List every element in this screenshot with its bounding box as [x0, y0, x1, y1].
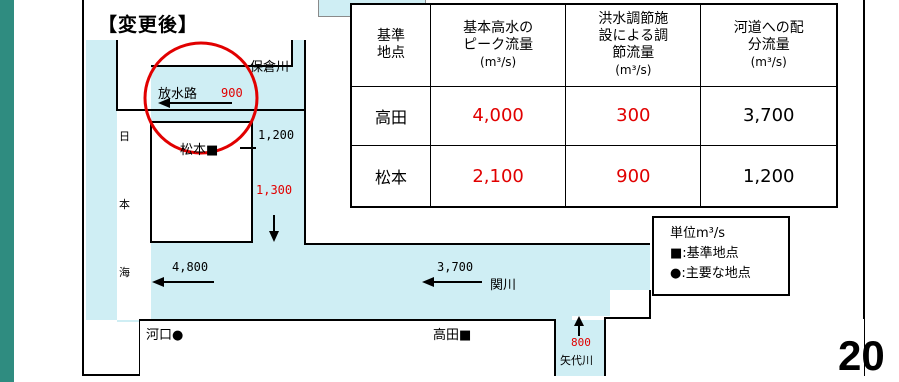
flow-matsumoto-right: 1,200: [258, 128, 295, 142]
legend-square: ■:基準地点: [670, 246, 739, 261]
arrow-yashiro-head: [574, 316, 584, 326]
sea-char-3: 海: [119, 266, 130, 279]
header-site: 基準 地点: [350, 3, 431, 87]
label-takada: 高田■: [433, 328, 472, 343]
header-text: 分流量: [747, 36, 790, 53]
sea-char-2: 本: [119, 198, 130, 211]
label-yashiro-river: 矢代川: [560, 354, 593, 367]
land-bottom: [140, 321, 554, 376]
header-text: ピーク流量: [463, 36, 534, 53]
label-matsumoto: 松本■: [180, 143, 219, 158]
arrow-hojiro-head: [158, 98, 170, 108]
cell-site: 高田: [350, 85, 431, 147]
cell-peak: 4,000: [429, 85, 567, 147]
legend-unit: 単位m³/s: [670, 226, 726, 241]
land-bottom-right: [606, 319, 864, 376]
arrow-matsumoto-down-head: [269, 231, 279, 242]
table-row: 高田 4,000 300 3,700: [350, 85, 838, 147]
flow-hojiro: 900: [221, 86, 243, 100]
label-hokura-river: 保倉川: [250, 60, 290, 75]
sea-char-1: 日: [119, 130, 130, 143]
cell-site: 松本: [350, 145, 431, 208]
header-text: 地点: [377, 45, 405, 62]
legend-box: 単位m³/s ■:基準地点 ●:主要な地点: [652, 216, 790, 296]
cell-channel: 3,700: [700, 85, 838, 147]
arrow-seki-head: [422, 277, 434, 287]
cell-peak: 2,100: [429, 145, 567, 208]
label-hojiro: 放水路: [158, 87, 198, 102]
bank-hokura-left: [151, 40, 293, 67]
label-kakou: 河口●: [146, 328, 184, 343]
left-accent-bar: [0, 0, 14, 382]
cell-control: 300: [565, 85, 702, 147]
header-control: 洪水調節施 設による調 節流量 (m³/s): [565, 3, 702, 87]
heading: 【変更後】: [98, 14, 199, 36]
header-unit: (m³/s): [615, 63, 652, 78]
header-text: 節流量: [612, 45, 655, 62]
table-row: 松本 2,100 900 1,200: [350, 145, 838, 208]
arrow-kakou-head: [152, 277, 164, 287]
flow-table: 基準 地点 基本高水の ピーク流量 (m³/s) 洪水調節施 設による調 節流量…: [350, 3, 838, 208]
header-unit: (m³/s): [750, 54, 787, 69]
header-text: 設による調: [598, 28, 669, 45]
header-text: 基本高水の: [463, 19, 534, 36]
flow-seki: 3,700: [437, 260, 474, 274]
flow-yashiro: 800: [571, 336, 591, 349]
highlight-circle: [143, 41, 259, 155]
flow-matsumoto-down: 1,300: [256, 183, 293, 197]
header-unit: (m³/s): [480, 54, 517, 69]
cell-control: 900: [565, 145, 702, 208]
table-header-row: 基準 地点 基本高水の ピーク流量 (m³/s) 洪水調節施 設による調 節流量…: [350, 3, 838, 87]
header-channel: 河道への配 分流量 (m³/s): [700, 3, 838, 87]
bank-yashiro-right: [604, 290, 651, 376]
flow-kakou: 4,800: [172, 260, 209, 274]
label-seki-river: 関川: [490, 278, 517, 293]
bank-top-left: [116, 40, 305, 111]
header-text: 洪水調節施: [598, 11, 669, 28]
header-peak: 基本高水の ピーク流量 (m³/s): [429, 3, 567, 87]
legend-circle: ●:主要な地点: [670, 266, 751, 281]
page-number: 20: [838, 332, 885, 379]
header-text: 基準: [377, 28, 405, 45]
cell-channel: 1,200: [700, 145, 838, 208]
header-text: 河道への配: [733, 19, 804, 36]
bank-hokura-right: [304, 40, 650, 245]
